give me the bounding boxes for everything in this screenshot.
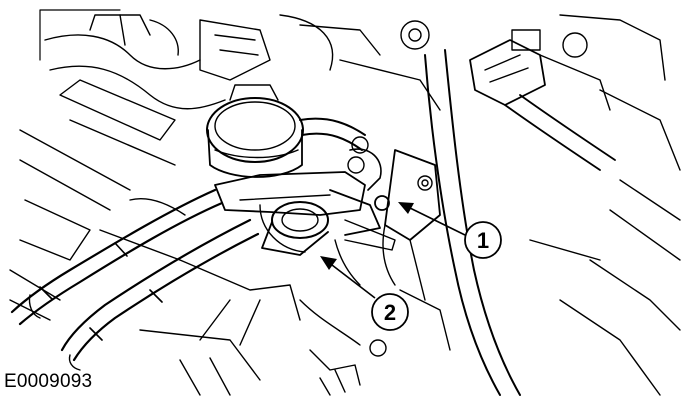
arrowhead-2-icon [320, 256, 337, 270]
callout-1-label: 1 [477, 228, 489, 253]
callout-1-circle [464, 221, 502, 259]
figure-reference-id: E0009093 [4, 371, 93, 392]
callout-2-label: 2 [384, 300, 396, 325]
callout-2: 2 [320, 256, 409, 331]
arrowhead-1-icon [398, 202, 414, 214]
callout-2-circle [371, 293, 409, 331]
callout-1: 1 [398, 202, 502, 259]
